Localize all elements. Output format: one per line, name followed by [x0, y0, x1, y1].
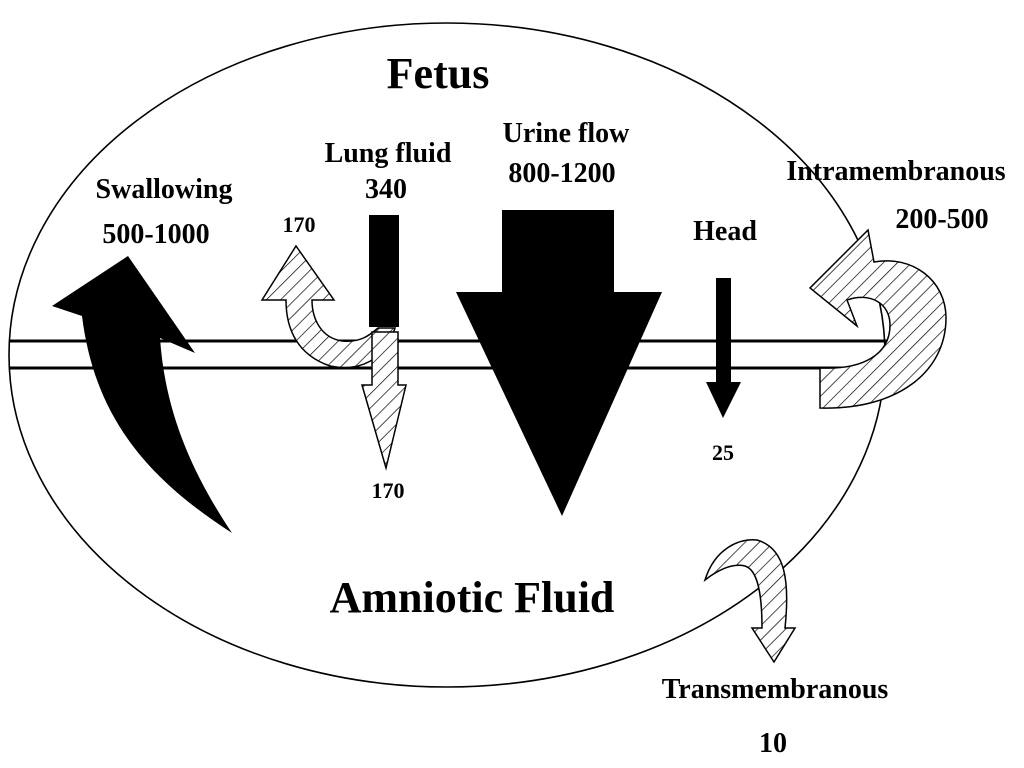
transmembranous-arrow [703, 539, 797, 664]
lung-fluid-up-value: 170 [283, 212, 316, 237]
head-label: Head [693, 216, 757, 247]
lung-fluid-bar [369, 215, 399, 327]
swallowing-label: Swallowing [96, 174, 233, 205]
head-value: 25 [712, 440, 734, 465]
lung-fluid-label: Lung fluid [325, 138, 452, 169]
lung-fluid-up-arrow [260, 244, 397, 369]
swallowing-arrow [52, 256, 232, 533]
intramembranous-arrow [808, 228, 947, 409]
urine-flow-arrow [456, 210, 662, 516]
intramembranous-label: Intramembranous [786, 156, 1005, 187]
urine-flow-value: 800-1200 [508, 158, 615, 189]
lung-fluid-down-arrow [361, 331, 407, 471]
lung-fluid-down-value: 170 [372, 478, 405, 503]
amniotic-fluid-label: Amniotic Fluid [330, 573, 615, 622]
fetus-label: Fetus [387, 49, 490, 98]
lung-fluid-value: 340 [365, 174, 407, 205]
transmembranous-value: 10 [759, 728, 787, 759]
swallowing-value: 500-1000 [102, 219, 209, 250]
head-arrow [706, 278, 741, 418]
intramembranous-value: 200-500 [895, 204, 988, 235]
urine-flow-label: Urine flow [503, 118, 631, 149]
transmembranous-label: Transmembranous [662, 674, 889, 705]
